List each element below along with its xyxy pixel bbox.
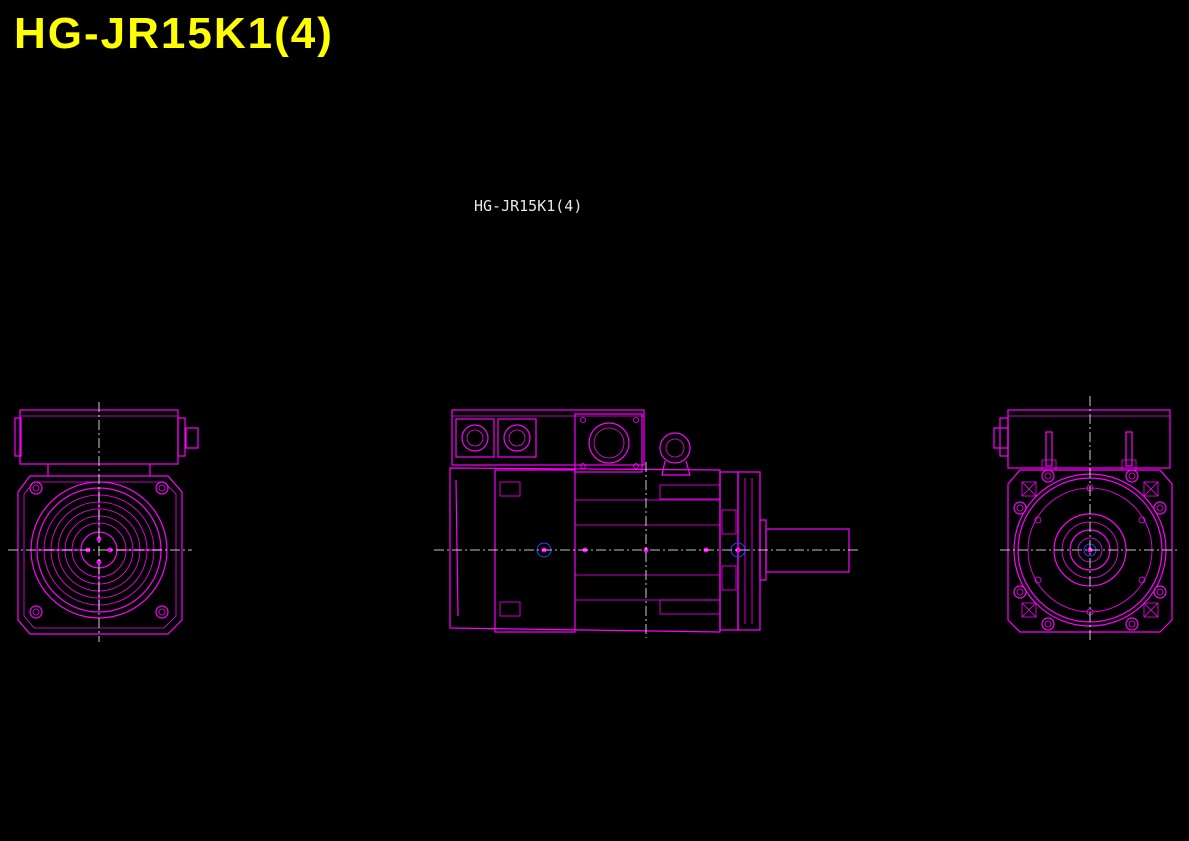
rear-view — [8, 402, 199, 642]
side-view — [434, 409, 858, 638]
front-view — [993, 396, 1180, 642]
drawing-label: HG-JR15K1(4) — [474, 197, 583, 215]
drawing-title: HG-JR15K1(4) — [14, 9, 334, 58]
